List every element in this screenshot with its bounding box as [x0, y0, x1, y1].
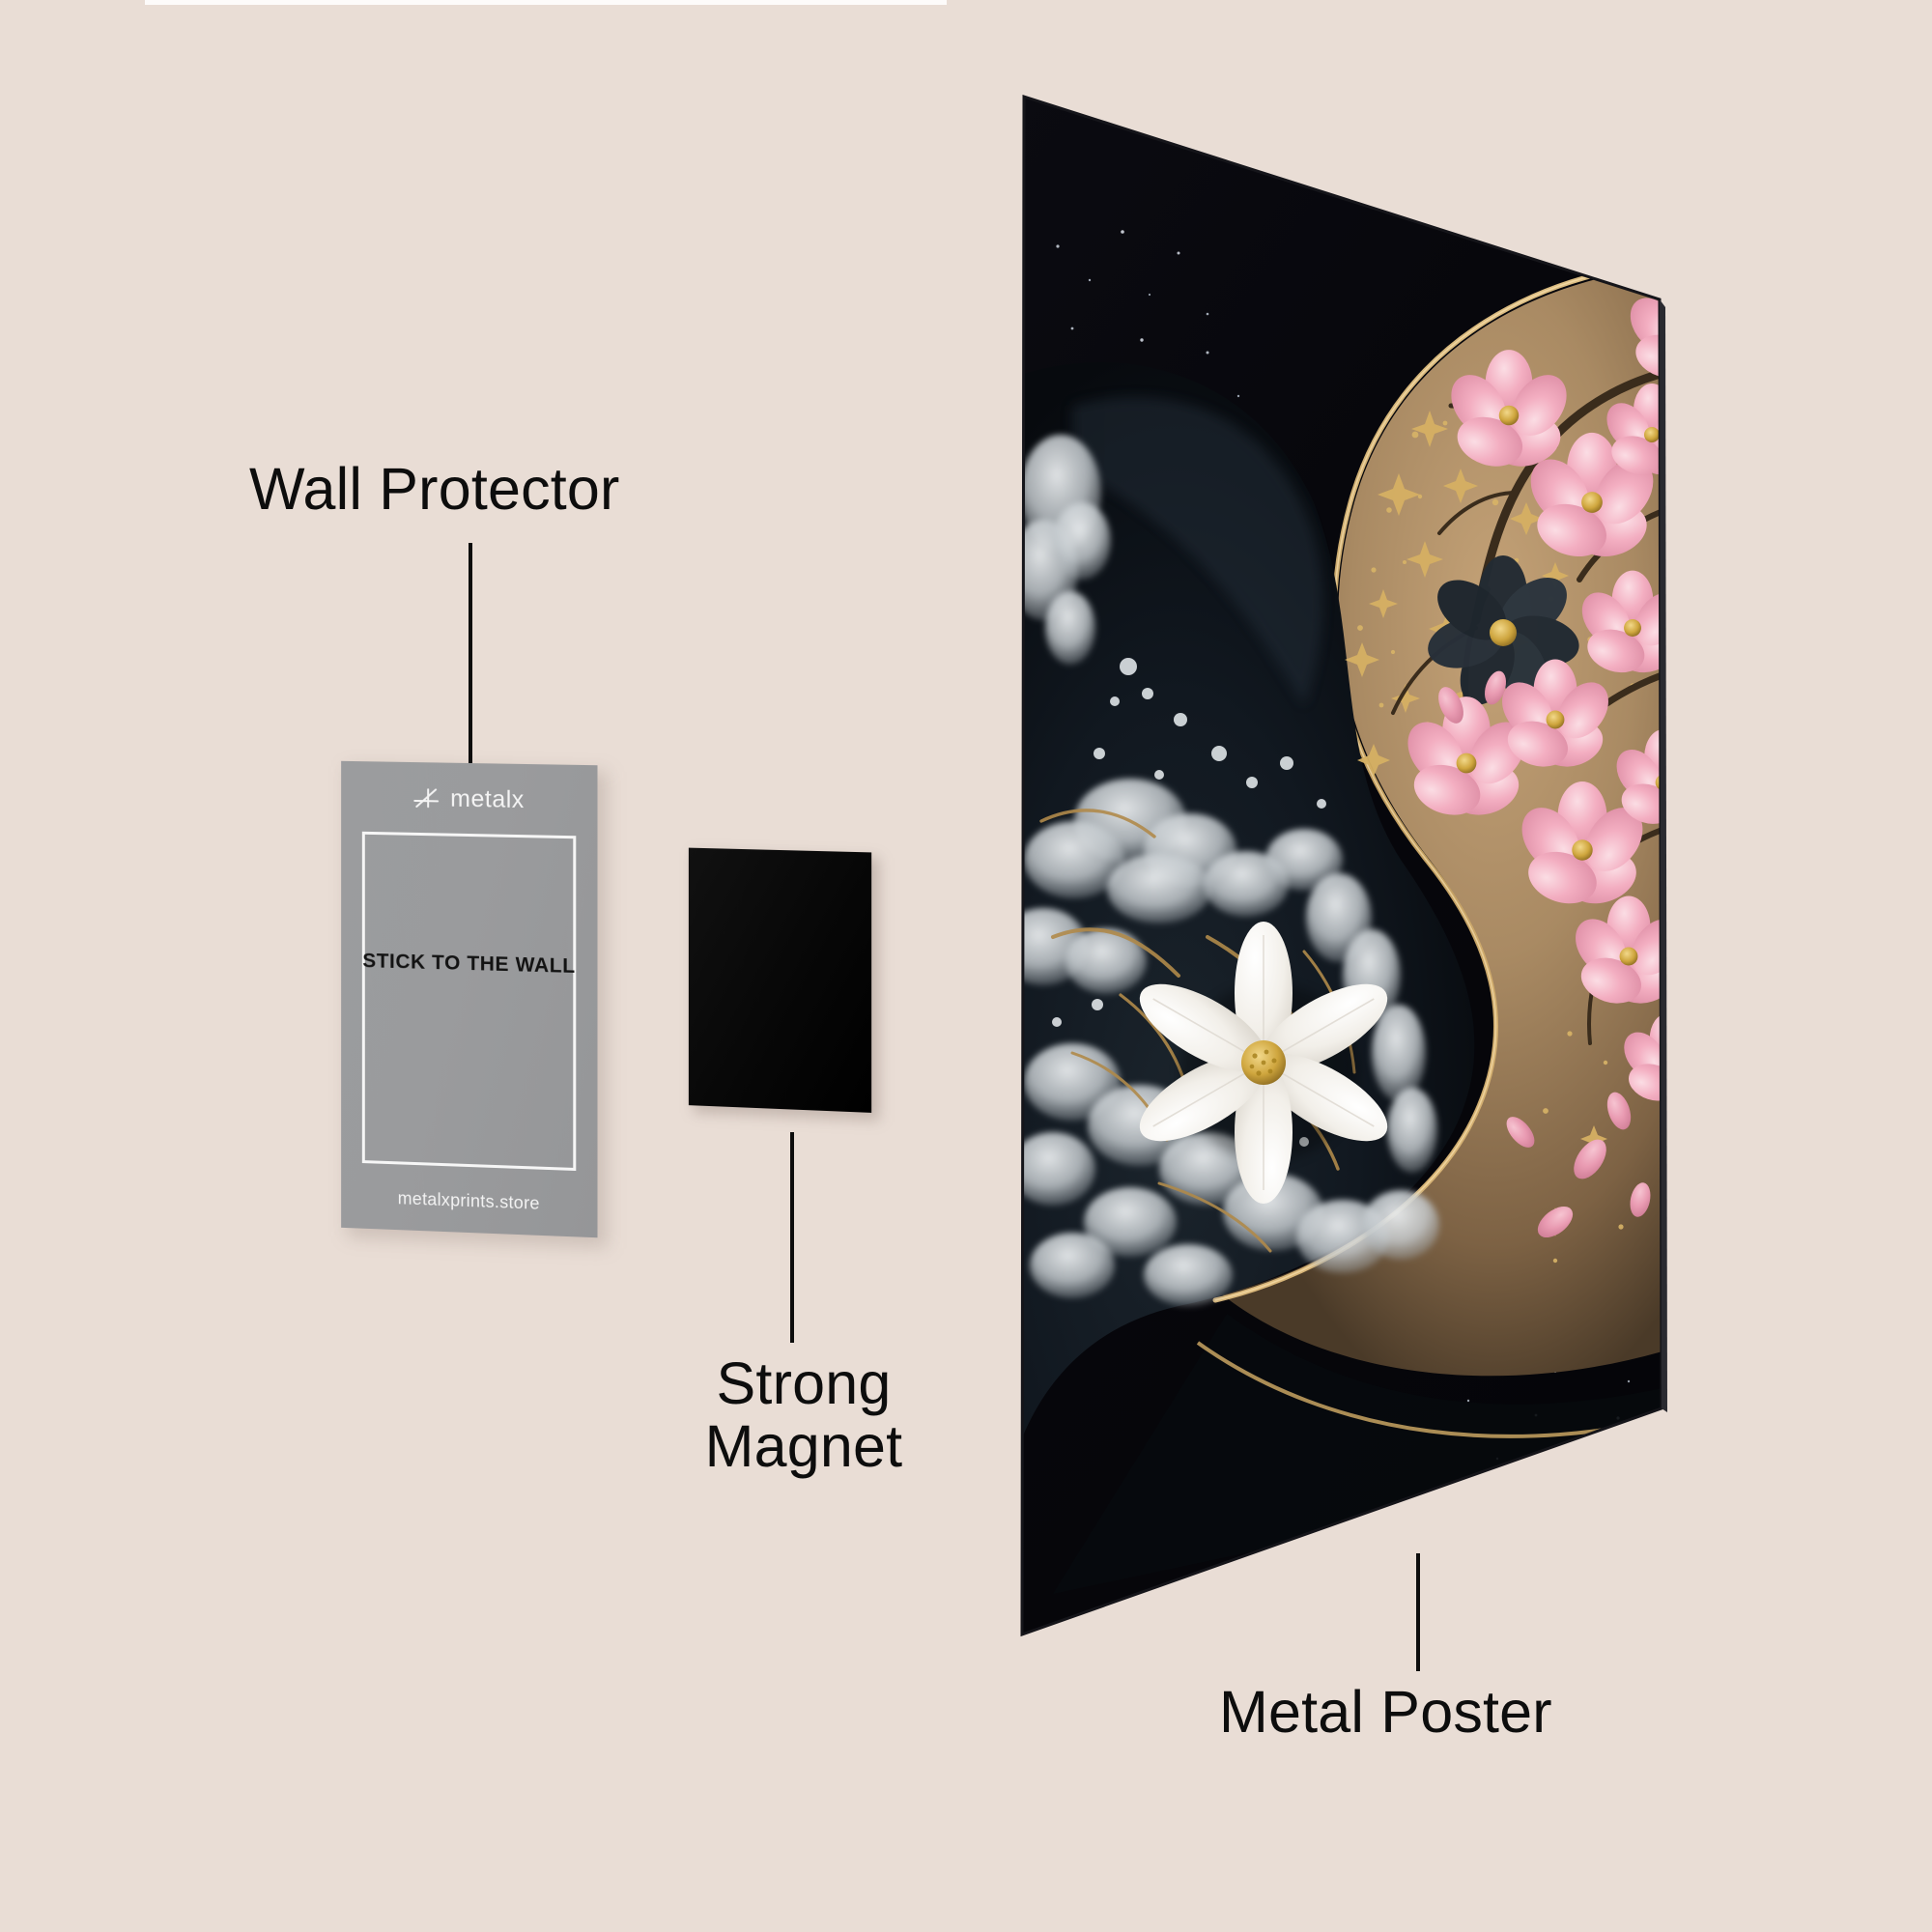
- fallen-petals: [1438, 670, 1651, 1238]
- frost-moss-texture: [1022, 435, 1439, 1306]
- metalx-cross-icon: [412, 785, 441, 810]
- brand-logo-row: metalx: [412, 783, 525, 814]
- wall-protector-card[interactable]: metalx STICK TO THE WALL metalxprints.st…: [341, 760, 608, 1248]
- strong-magnet-tile[interactable]: [688, 847, 880, 1122]
- callout-label-metal-poster: Metal Poster: [1219, 1679, 1552, 1745]
- dark-accent-flower: [1428, 555, 1579, 705]
- store-url: metalxprints.store: [397, 1188, 540, 1213]
- poster-surface: [1022, 97, 1662, 1634]
- top-white-strip: [145, 0, 947, 5]
- card-inner-frame: [361, 831, 577, 1172]
- brand-name: metalx: [450, 784, 525, 813]
- white-six-petal-flower: [1139, 922, 1388, 1204]
- card-face: metalx STICK TO THE WALL metalxprints.st…: [341, 760, 598, 1238]
- poster-side-thickness: [1660, 299, 1667, 1412]
- magnet-face: [688, 847, 872, 1113]
- leader-line-metal-poster: [1416, 1553, 1420, 1671]
- leader-line-strong-magnet: [790, 1132, 794, 1343]
- callout-label-wall-protector: Wall Protector: [249, 456, 620, 522]
- metal-poster-artwork: [1014, 87, 1671, 1652]
- callout-label-strong-magnet: Strong Magnet: [704, 1350, 903, 1479]
- leader-line-wall-protector: [469, 543, 472, 763]
